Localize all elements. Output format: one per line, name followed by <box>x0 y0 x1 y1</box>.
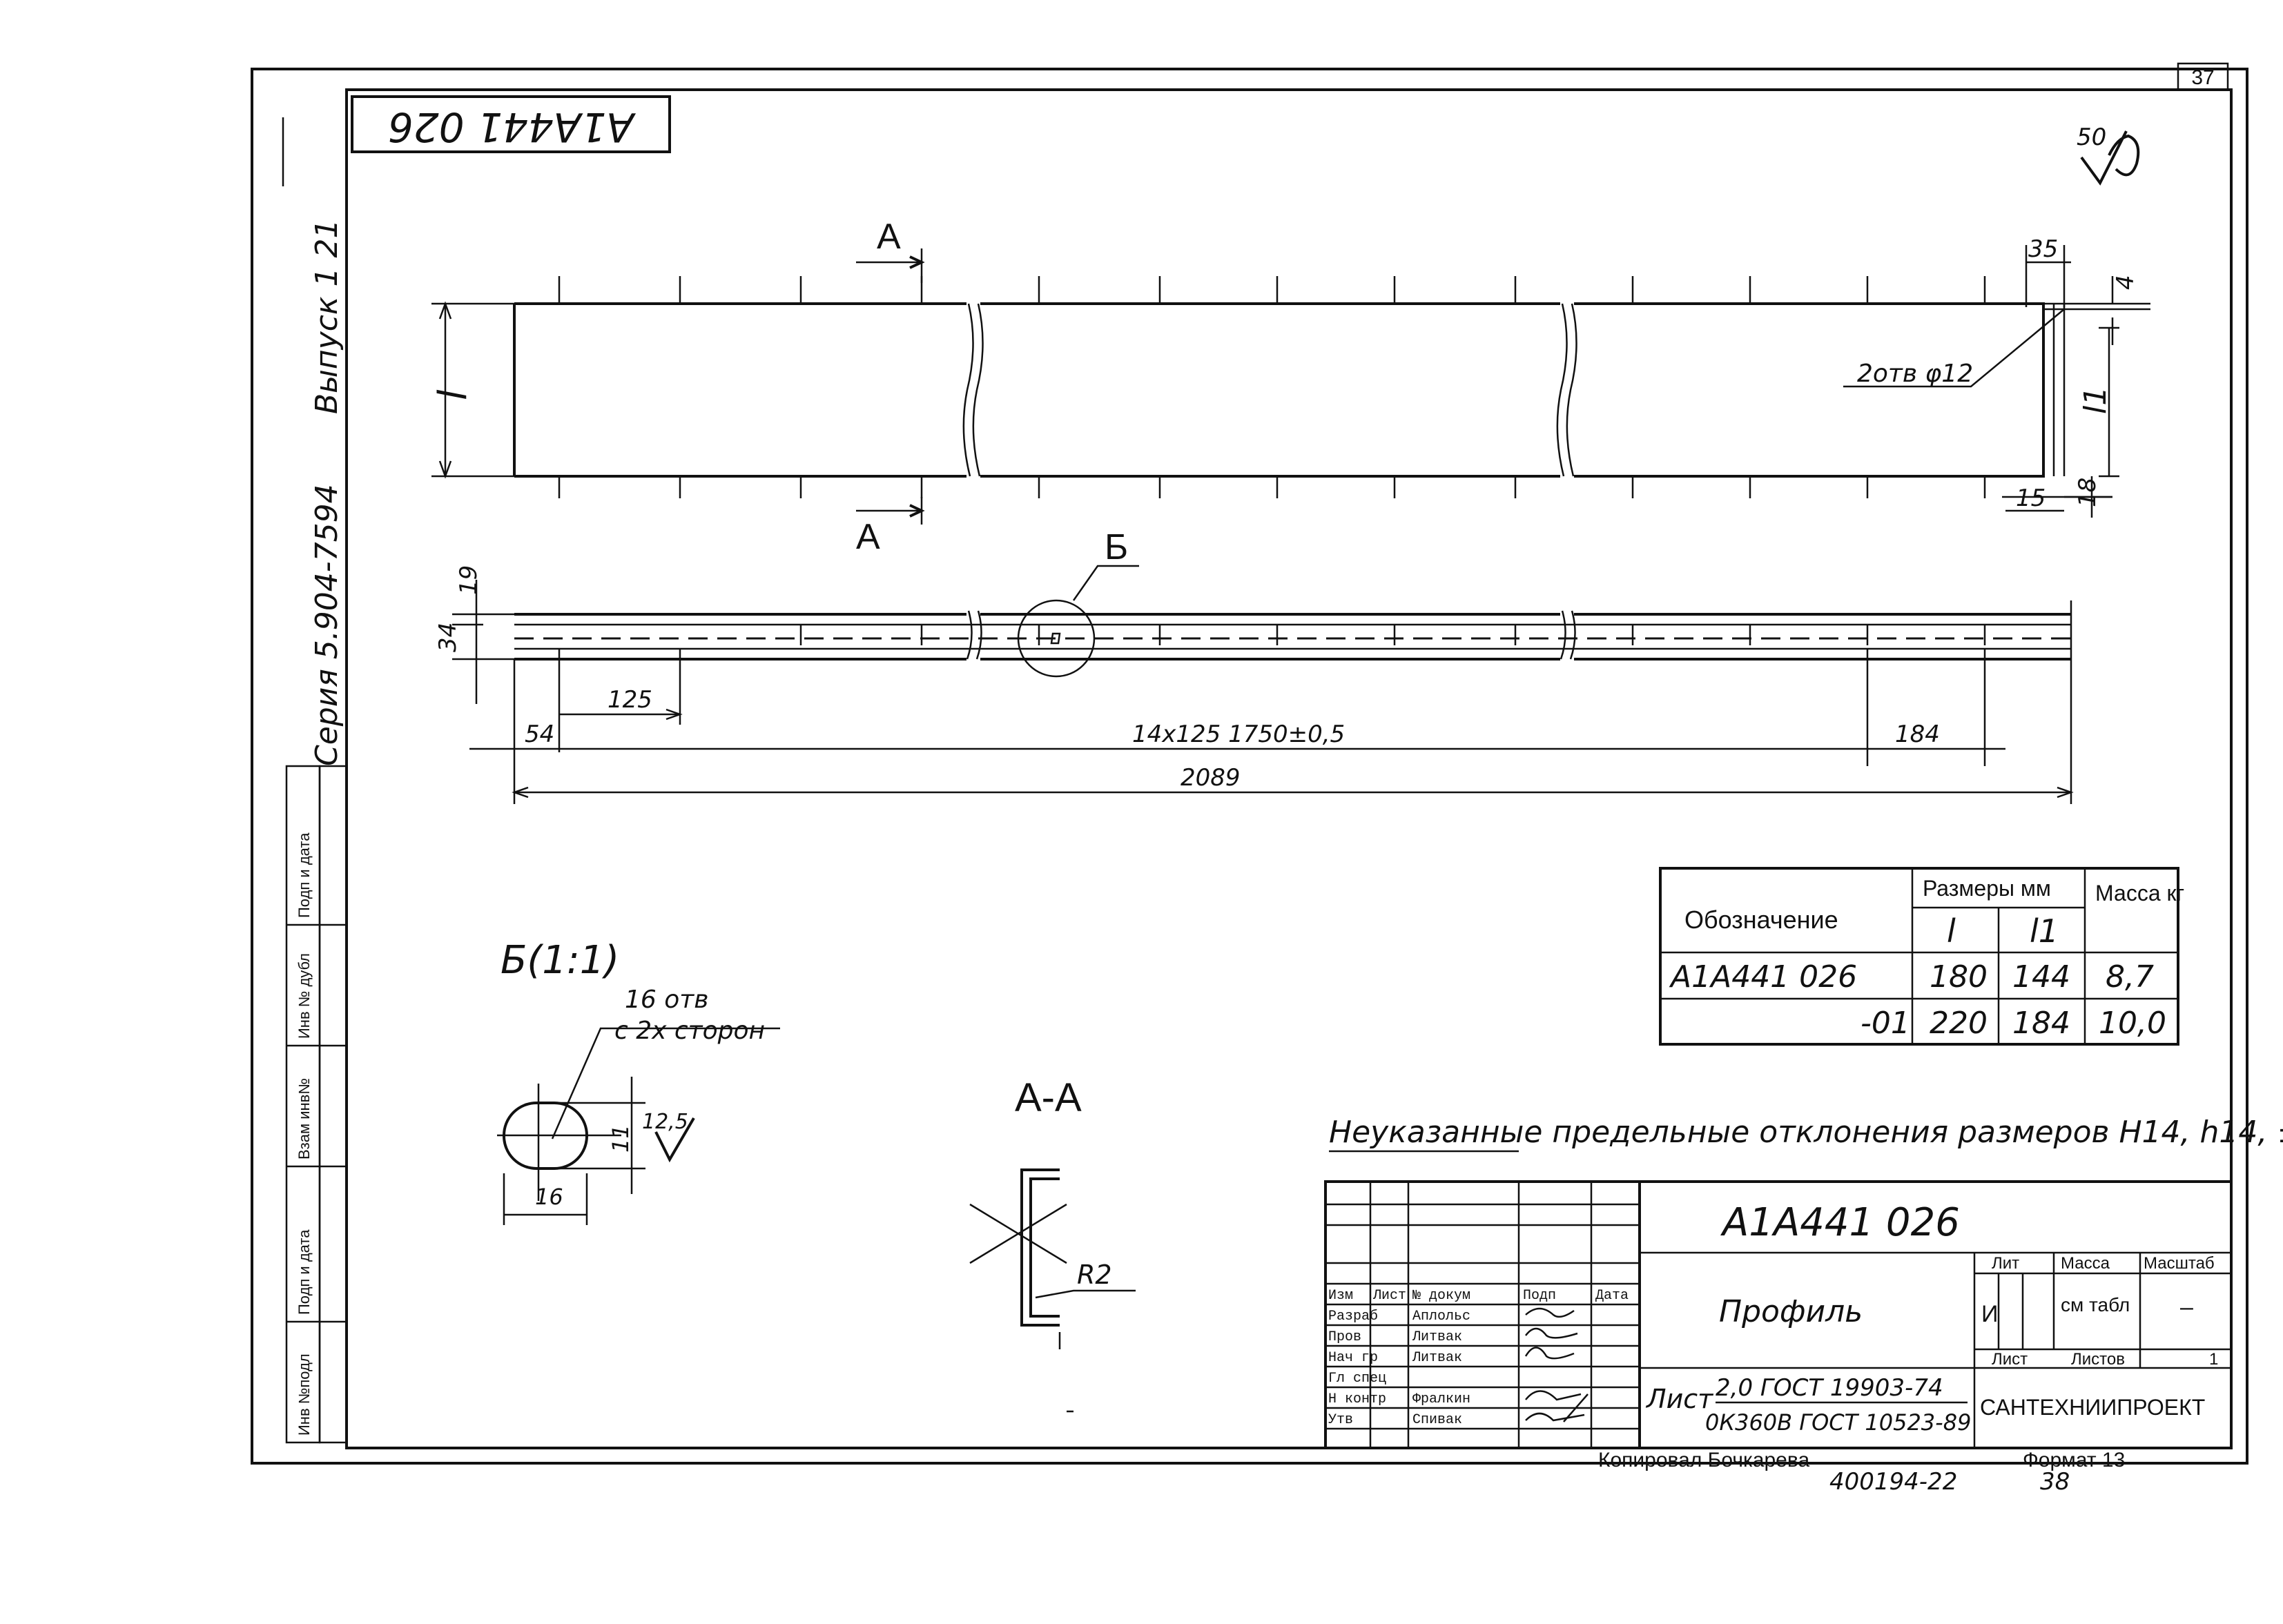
tb-person-6: Спивак <box>1412 1412 1462 1428</box>
dim-15: 15 <box>2016 485 2046 512</box>
tb-role-4: Гл спец <box>1328 1371 1386 1387</box>
side-stamp: Инв №подл Подп и дата Взам инв№ Инв № ду… <box>285 765 348 1444</box>
dim-125: 125 <box>608 686 652 714</box>
page-number: 37 <box>2191 66 2214 89</box>
footer-copied: Копировал Бочкарева <box>1598 1449 1809 1471</box>
spec-col-l1: l1 <box>2030 912 2059 950</box>
tb-material-label: Лист <box>1645 1384 1714 1414</box>
stamp-box <box>351 95 671 153</box>
side-view <box>452 565 2074 804</box>
spec-col-sizes: Размеры мм <box>1923 876 2051 901</box>
tb-code: А1А441 026 <box>1720 1200 1960 1245</box>
tb-person-5: Фралкин <box>1412 1391 1470 1407</box>
spec-row-1-mass: 8,7 <box>2106 959 2154 995</box>
spec-row-2-designation: -01 <box>1861 1006 1910 1041</box>
tb-person-1: Аплольс <box>1412 1309 1470 1324</box>
tb-material-line1: 2,0 ГОСТ 19903-74 <box>1716 1374 1943 1402</box>
footer-inventory: 400194-22 <box>1829 1468 1957 1496</box>
spec-col-l: l <box>1947 912 1956 950</box>
detail-note-line1: 16 отв <box>625 986 708 1014</box>
tb-col-doc: № докум <box>1412 1288 1470 1304</box>
tb-sheet-label: Лист <box>1992 1350 2028 1369</box>
svg-text:Взам инв№: Взам инв№ <box>295 1078 313 1160</box>
spec-row-2-l: 220 <box>1930 1006 1988 1041</box>
section-title: А-А <box>1015 1075 1082 1120</box>
footer-format: Формат 13 <box>2023 1449 2125 1471</box>
roughness-outer-symbol: 50 <box>2077 124 2140 186</box>
detail-slot <box>497 1027 780 1225</box>
detail-callout: Б <box>1105 527 1128 567</box>
dim-34: 34 <box>434 623 462 652</box>
tb-material-line2: 0К360В ГОСТ 10523-89 <box>1705 1409 1971 1436</box>
stamp-code: A1A441 026 <box>388 104 637 150</box>
spec-row-1-designation: А1А441 026 <box>1669 959 1857 995</box>
detail-dim-11: 11 <box>608 1124 634 1153</box>
detail-roughness: 12,5 <box>642 1110 688 1134</box>
page-number-box <box>2177 62 2229 91</box>
title-block <box>1324 1180 2233 1449</box>
detail-note-line2: с 2х сторон <box>614 1017 765 1045</box>
dim-35: 35 <box>2028 235 2058 263</box>
tb-sheets-label: Листов <box>2071 1350 2125 1369</box>
spec-row-2-mass: 10,0 <box>2099 1006 2166 1041</box>
tb-person-3: Литвак <box>1412 1350 1462 1366</box>
dim-54: 54 <box>525 721 554 748</box>
series-title: Серия 5.904-7594 <box>309 484 344 766</box>
detail-dim-16: 16 <box>535 1184 563 1210</box>
tb-mass-value: см табл <box>2061 1294 2130 1315</box>
dim-pitch: 14х125 1750±0,5 <box>1132 721 1345 748</box>
tb-scale-value: – <box>2180 1294 2193 1320</box>
tb-col-sign: Подп <box>1523 1288 1556 1304</box>
tb-role-5: Н контр <box>1328 1391 1386 1407</box>
svg-text:Инв №подл: Инв №подл <box>295 1353 313 1436</box>
tb-person-2: Литвак <box>1412 1329 1462 1345</box>
tb-role-1: Разраб <box>1328 1309 1378 1324</box>
dim-l: l <box>431 389 476 400</box>
section-profile <box>969 1168 1136 1413</box>
tb-org: САНТЕХНИИПРОЕКТ <box>1980 1395 2205 1420</box>
spec-row-1-l1: 144 <box>2012 959 2070 995</box>
spec-col-mass: Масса кг <box>2095 881 2184 906</box>
tb-name: Профиль <box>1719 1294 1863 1329</box>
svg-text:50: 50 <box>2077 124 2106 151</box>
issue-title: Выпуск 1 21 <box>309 219 344 414</box>
tb-col-date: Дата <box>1595 1288 1629 1304</box>
svg-text:Инв № дубл: Инв № дубл <box>295 953 313 1039</box>
holes-note: 2отв φ12 <box>1857 360 1973 388</box>
tb-col-izm: Изм <box>1328 1288 1353 1304</box>
svg-text:Подп и дата: Подп и дата <box>295 1229 313 1315</box>
dim-18: 18 <box>2074 478 2101 507</box>
detail-title: Б(1:1) <box>501 938 619 983</box>
section-label-top: А <box>877 217 901 257</box>
tb-signatures <box>1524 1307 1589 1422</box>
spec-row-2-l1: 184 <box>2012 1006 2070 1041</box>
section-label-bottom: А <box>856 517 880 557</box>
tb-lit-value: И <box>1981 1301 1998 1327</box>
dim-19: 19 <box>455 565 483 595</box>
tb-role-2: Пров <box>1328 1329 1361 1345</box>
tb-sheets-value: 1 <box>2209 1350 2218 1369</box>
tolerance-note: Неуказанные предельные отклонения размер… <box>1329 1115 2283 1150</box>
section-radius: R2 <box>1077 1260 1112 1290</box>
top-view <box>431 245 2150 525</box>
spec-row-1-l: 180 <box>1930 959 1988 995</box>
dim-l1: l1 <box>2078 387 2113 414</box>
dim-2089: 2089 <box>1181 764 1241 792</box>
tb-role-6: Утв <box>1328 1412 1353 1428</box>
tb-role-3: Нач гр <box>1328 1350 1378 1366</box>
outer-frame <box>251 68 2248 1465</box>
footer-page: 38 <box>2040 1468 2070 1496</box>
dim-4: 4 <box>2112 275 2139 290</box>
tb-scale-header: Масштаб <box>2144 1254 2215 1273</box>
tb-col-list: Лист <box>1372 1288 1406 1304</box>
tb-mass-header: Масса <box>2061 1254 2110 1273</box>
spec-col-designation: Обозначение <box>1684 906 1838 934</box>
spec-table <box>1659 867 2179 1046</box>
dim-184: 184 <box>1895 721 1940 748</box>
svg-text:Подп и дата: Подп и дата <box>295 832 313 918</box>
tb-lit-header: Лит <box>1992 1254 2019 1273</box>
